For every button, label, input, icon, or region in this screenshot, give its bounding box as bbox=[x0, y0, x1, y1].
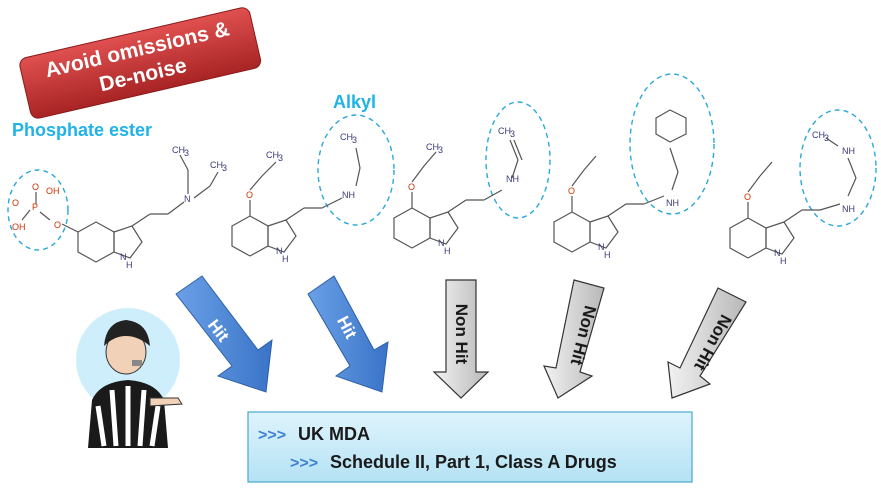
molecule-3 bbox=[393, 139, 523, 249]
molecule-1-atoms: CH 3 CH 3 N H N O P O OH O OH bbox=[12, 145, 227, 270]
atom-label: N bbox=[120, 252, 127, 262]
atom-label: N bbox=[184, 194, 191, 204]
alkyl-circle bbox=[317, 114, 395, 226]
badge: Avoid omissions & De-noise bbox=[19, 7, 262, 119]
aminoethyl-circle bbox=[799, 109, 877, 227]
verdict-arrow-2: Hit bbox=[307, 275, 389, 393]
atom-label: N bbox=[438, 238, 445, 248]
atom-label: N bbox=[598, 242, 605, 252]
atom-label: NH bbox=[842, 204, 855, 214]
atom-label: O bbox=[744, 192, 751, 202]
atom-label: H bbox=[126, 260, 133, 270]
molecule-4 bbox=[553, 109, 687, 253]
atom-label: O bbox=[568, 186, 575, 196]
result-arrow-1: >>> bbox=[258, 427, 286, 444]
atom-label: NH bbox=[342, 190, 355, 200]
atom-label: CH bbox=[498, 126, 511, 136]
verdict-arrow-1: Hit bbox=[175, 275, 273, 393]
molecule-5-atoms: O NH NH CH 3 H N bbox=[744, 130, 855, 266]
atom-label: CH bbox=[266, 150, 279, 160]
phenethyl-circle bbox=[629, 73, 715, 215]
phosphate-ester-label: Phosphate ester bbox=[12, 120, 152, 140]
atom-label: OH bbox=[12, 222, 26, 232]
atom-label: H bbox=[444, 246, 451, 256]
atom-label: 3 bbox=[184, 148, 189, 158]
atom-label: NH bbox=[666, 198, 679, 208]
atom-label: 3 bbox=[352, 135, 357, 145]
atom-label: H bbox=[604, 250, 611, 260]
atom-label: 3 bbox=[278, 153, 283, 163]
atom-label: NH bbox=[506, 174, 519, 184]
atom-label: OH bbox=[46, 186, 60, 196]
atom-label: CH bbox=[812, 130, 825, 140]
atom-label: O bbox=[54, 220, 61, 230]
molecule-1 bbox=[21, 154, 219, 263]
atom-label: O bbox=[32, 182, 39, 192]
alkyl-label: Alkyl bbox=[333, 92, 376, 112]
verdict-arrow-4: Non Hit bbox=[543, 279, 605, 399]
referee-icon bbox=[76, 308, 183, 448]
result-box: >>> UK MDA >>> Schedule II, Part 1, Clas… bbox=[247, 411, 693, 483]
atom-label: P bbox=[32, 202, 38, 212]
result-line2: Schedule II, Part 1, Class A Drugs bbox=[330, 452, 617, 472]
atom-label: CH bbox=[426, 142, 439, 152]
molecule-2 bbox=[231, 147, 361, 257]
atom-label: N bbox=[774, 248, 781, 258]
allyl-circle bbox=[485, 101, 551, 219]
molecule-4-atoms: O NH H N bbox=[568, 186, 679, 260]
molecule-2-atoms: O CH 3 NH CH 3 H N bbox=[246, 132, 357, 264]
atom-label: NH bbox=[842, 146, 855, 156]
atom-label: H bbox=[780, 256, 787, 266]
atom-label: 3 bbox=[824, 133, 829, 143]
atom-label: O bbox=[408, 182, 415, 192]
verdict-label: Non Hit bbox=[452, 304, 471, 365]
molecule-5 bbox=[729, 137, 857, 259]
atom-label: O bbox=[246, 190, 253, 200]
verdict-arrow-5: Non Hit bbox=[667, 287, 747, 399]
phosphate-circle bbox=[7, 169, 69, 251]
atom-label: O bbox=[12, 198, 19, 208]
verdict-arrow-3: Non Hit bbox=[432, 279, 490, 399]
result-arrow-2: >>> bbox=[290, 455, 318, 472]
atom-label: H bbox=[282, 254, 289, 264]
atom-label: N bbox=[276, 246, 283, 256]
highlight-circles bbox=[7, 73, 877, 251]
result-line1: UK MDA bbox=[298, 424, 370, 444]
atom-label: 3 bbox=[438, 145, 443, 155]
atom-label: CH bbox=[210, 160, 223, 170]
atom-label: CH bbox=[340, 132, 353, 142]
atom-label: CH bbox=[172, 145, 185, 155]
molecule-3-atoms: O CH 3 NH CH 3 H N bbox=[408, 126, 519, 256]
atom-label: 3 bbox=[510, 129, 515, 139]
atom-label: 3 bbox=[222, 163, 227, 173]
